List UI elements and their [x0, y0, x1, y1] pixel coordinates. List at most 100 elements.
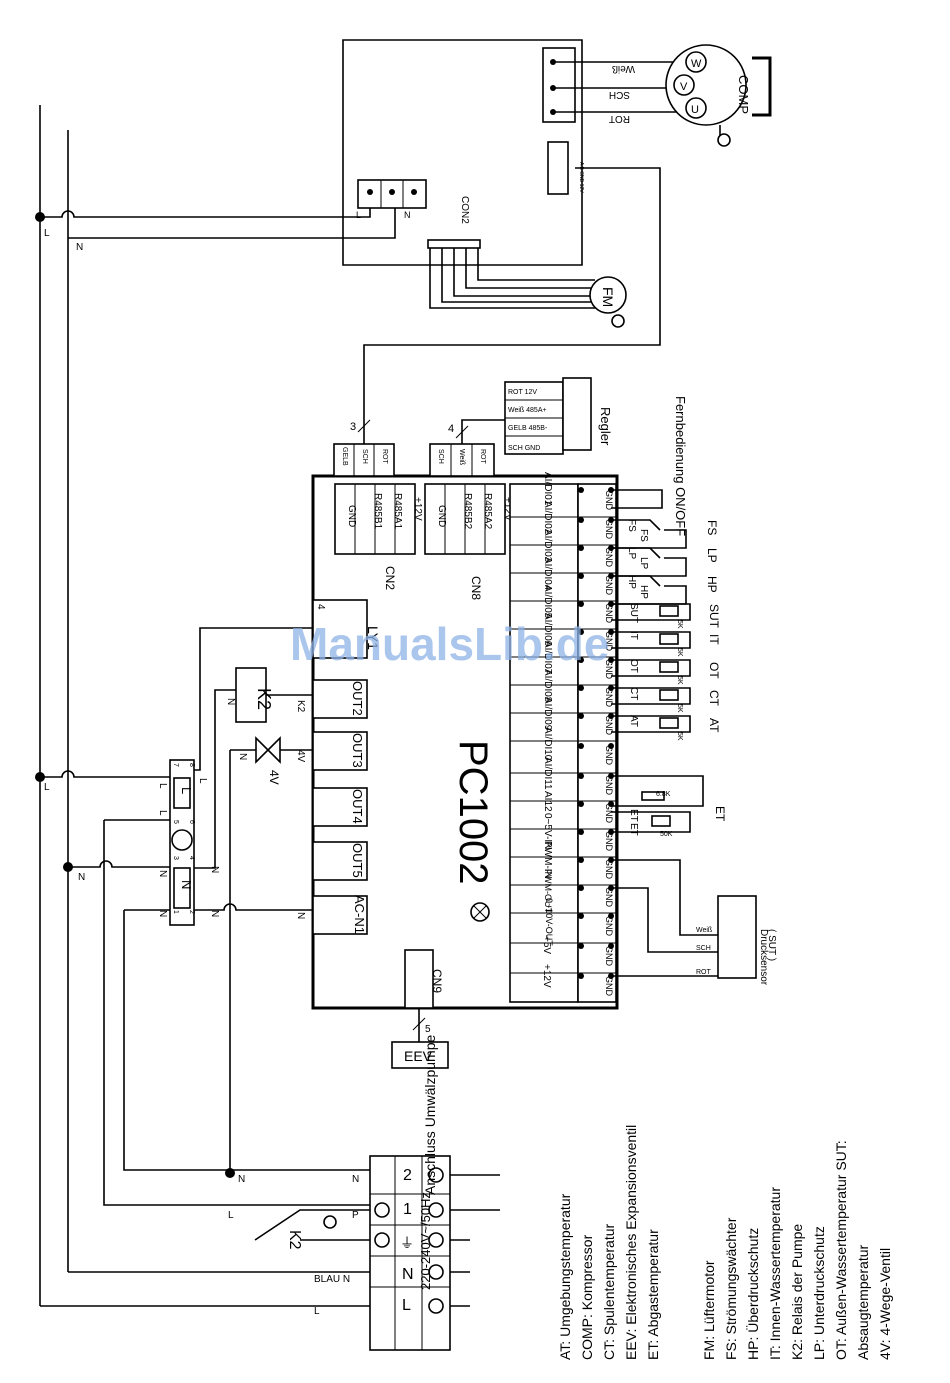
cn8-label: CN8 — [469, 576, 483, 600]
k2-label: K2 — [254, 688, 274, 710]
regler-title: Regler — [598, 407, 613, 446]
druck-title: Drucksensor — [758, 929, 769, 986]
cn8-pin-0: GND — [436, 505, 447, 527]
term-9: AI/DI09 — [542, 697, 553, 731]
druck-wire-2: ROT — [696, 969, 712, 976]
comp-phase-u: U — [691, 104, 699, 116]
term-8: AI/DI08 — [542, 669, 553, 703]
druck-sub: ( SUT ) — [766, 929, 777, 961]
legend-9: K2: Relais der Pumpe — [789, 1224, 805, 1360]
legend: AT: Umgebungstemperatur COMP: Kompressor… — [557, 1125, 893, 1360]
ct-side: CT — [707, 690, 721, 707]
terminal-column: AI/DI01 AI/DI02 AI/DI03 AI/DI04 AI/DI05 … — [509, 472, 617, 1003]
board-outputs: OUT2 OUT3 OUT4 OUT5 AC-N1 K2 4V N — [295, 679, 368, 935]
block-label-1: 1 — [403, 1201, 412, 1218]
gnd-6: GND — [604, 631, 614, 652]
r5k-2: 5K — [676, 648, 683, 657]
r5k-4: 5K — [676, 704, 683, 713]
term-18: +12V — [541, 964, 552, 988]
acn1-label: AC-N1 — [352, 895, 367, 934]
num-4: 4 — [188, 856, 195, 860]
rail-l-top: L — [44, 228, 50, 239]
ot-label-a: OT — [628, 659, 639, 673]
gnd-14: GND — [604, 859, 614, 880]
eev: EEV — [391, 1041, 449, 1069]
cn8-wire-2: ROT — [479, 449, 486, 465]
block-l: L — [356, 210, 361, 220]
gnd-16: GND — [604, 916, 614, 937]
lp-label-b: LP — [638, 557, 649, 570]
outdoor-unit: L N CON2 FM A B GND 12V Weiß SCH ROT W V… — [342, 39, 772, 328]
r68k-label: 6.8K — [656, 791, 671, 798]
gnd-2: GND — [604, 519, 614, 540]
comp-phase-w: W — [691, 58, 702, 70]
cn8-pin-3: +12V — [502, 497, 513, 521]
term-15: PWM-OUT — [543, 869, 553, 913]
supply-label: 220-240V~/50Hz — [418, 1192, 433, 1290]
gnd-10: GND — [604, 745, 614, 766]
block-label-pe: ⏚ — [400, 1235, 414, 1251]
gnd-13: GND — [604, 831, 614, 852]
cn8-count: 4 — [448, 423, 454, 435]
label-N-1: N — [157, 870, 168, 877]
legend-8: IT: Innen-Wassertemperatur — [767, 1187, 783, 1360]
r5k-1: 5K — [676, 620, 683, 629]
gnd-18: GND — [604, 976, 614, 997]
rail-l-label: L — [314, 1306, 320, 1317]
cn9-label: CN9 — [430, 969, 444, 993]
relay-N-label: N — [179, 880, 194, 889]
num-1: 1 — [172, 910, 179, 914]
con2-pins: A B GND 12V — [578, 162, 584, 193]
valve-n-label: N — [237, 753, 248, 760]
regler-wire-2: GELB 485B- — [508, 425, 548, 432]
line-l-pump: L — [228, 1210, 234, 1221]
term-4: AI/DI04 — [542, 557, 553, 591]
out3-label: OUT3 — [350, 733, 365, 768]
gnd-11: GND — [604, 775, 614, 796]
legend-10: LP: Unterdruckschutz — [811, 1226, 827, 1360]
4v-valve: 4V N — [237, 736, 313, 785]
gnd-5: GND — [604, 603, 614, 624]
cn2-pin-3: +12V — [412, 497, 423, 521]
term-3: AI/DI03 — [542, 529, 553, 563]
fs-label-a: FS — [626, 519, 637, 532]
eev-label: EEV — [404, 1048, 433, 1064]
num-2: 2 — [188, 910, 195, 914]
num-7: 7 — [172, 763, 179, 767]
cn8-pin-1: R485B2 — [462, 493, 473, 530]
term-6: AI/DI06 — [542, 613, 553, 647]
block-label-n: N — [402, 1266, 414, 1283]
cn8-wire-0: SCH — [437, 449, 444, 464]
power-terminal-block: L N ⏚ 1 2 220-240V~/50Hz Anschluss Umwäl… — [44, 228, 500, 1351]
num-5: 5 — [172, 820, 179, 824]
out5-label: OUT5 — [350, 843, 365, 878]
gnd-12: GND — [604, 803, 614, 824]
relay-L-label: L — [179, 787, 194, 794]
comp-wire-0: ROT — [609, 113, 630, 124]
gnd-9: GND — [604, 715, 614, 736]
at-label-a: AT — [628, 715, 639, 727]
power-rails — [35, 105, 396, 1307]
cn2-pin-1: R485B1 — [372, 493, 383, 530]
k2-n-label: N — [225, 698, 236, 705]
regler-wire-3: SCH GND — [508, 445, 540, 452]
r5k-5: 5K — [676, 732, 683, 741]
fs-side: FS — [705, 520, 719, 535]
cn2-pin-0: GND — [346, 505, 357, 527]
rail-n-top: N — [76, 242, 83, 253]
et-label-b: ET — [628, 823, 639, 836]
fs-label-b: FS — [638, 529, 649, 542]
gnd-15: GND — [604, 887, 614, 908]
gnd-4: GND — [604, 575, 614, 596]
gnd-3: GND — [604, 547, 614, 568]
lp-side: LP — [705, 548, 719, 563]
board-title: PC1002 — [451, 740, 495, 885]
relay-pin-4: 4 — [315, 604, 326, 610]
valve-label: 4V — [267, 770, 281, 785]
cn9-count: 5 — [425, 1024, 431, 1035]
term-11: AI/DI11 — [542, 757, 553, 790]
comp-title: COMP — [736, 75, 751, 114]
legend-1: COMP: Kompressor — [579, 1234, 595, 1360]
relay-ly1-label: LY1 — [365, 626, 381, 650]
